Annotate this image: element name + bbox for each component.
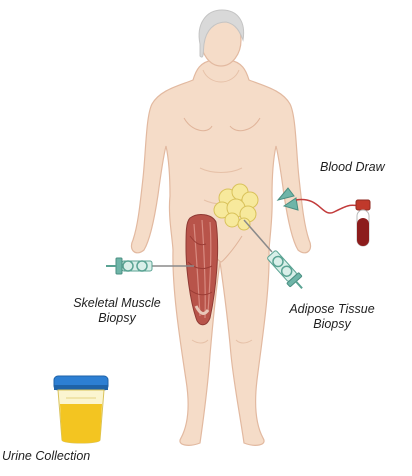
- adipose-line1-text: Adipose Tissue: [270, 302, 394, 317]
- skeletal-line2-text: Biopsy: [62, 311, 172, 326]
- urine-cup-icon: [54, 376, 108, 443]
- label-blood-draw: Blood Draw: [320, 160, 385, 175]
- label-skeletal-muscle-biopsy: Skeletal Muscle Biopsy: [62, 296, 172, 326]
- blood-tube-icon: [356, 200, 370, 246]
- label-urine-collection: Urine Collection: [2, 449, 126, 464]
- blood-draw-text: Blood Draw: [320, 160, 385, 175]
- human-figure-icon: [131, 60, 310, 445]
- label-adipose-tissue-biopsy: Adipose Tissue Biopsy: [270, 302, 394, 332]
- adipose-line2-text: Biopsy: [270, 317, 394, 332]
- skeletal-line1-text: Skeletal Muscle: [62, 296, 172, 311]
- urine-collection-text: Urine Collection: [2, 449, 126, 464]
